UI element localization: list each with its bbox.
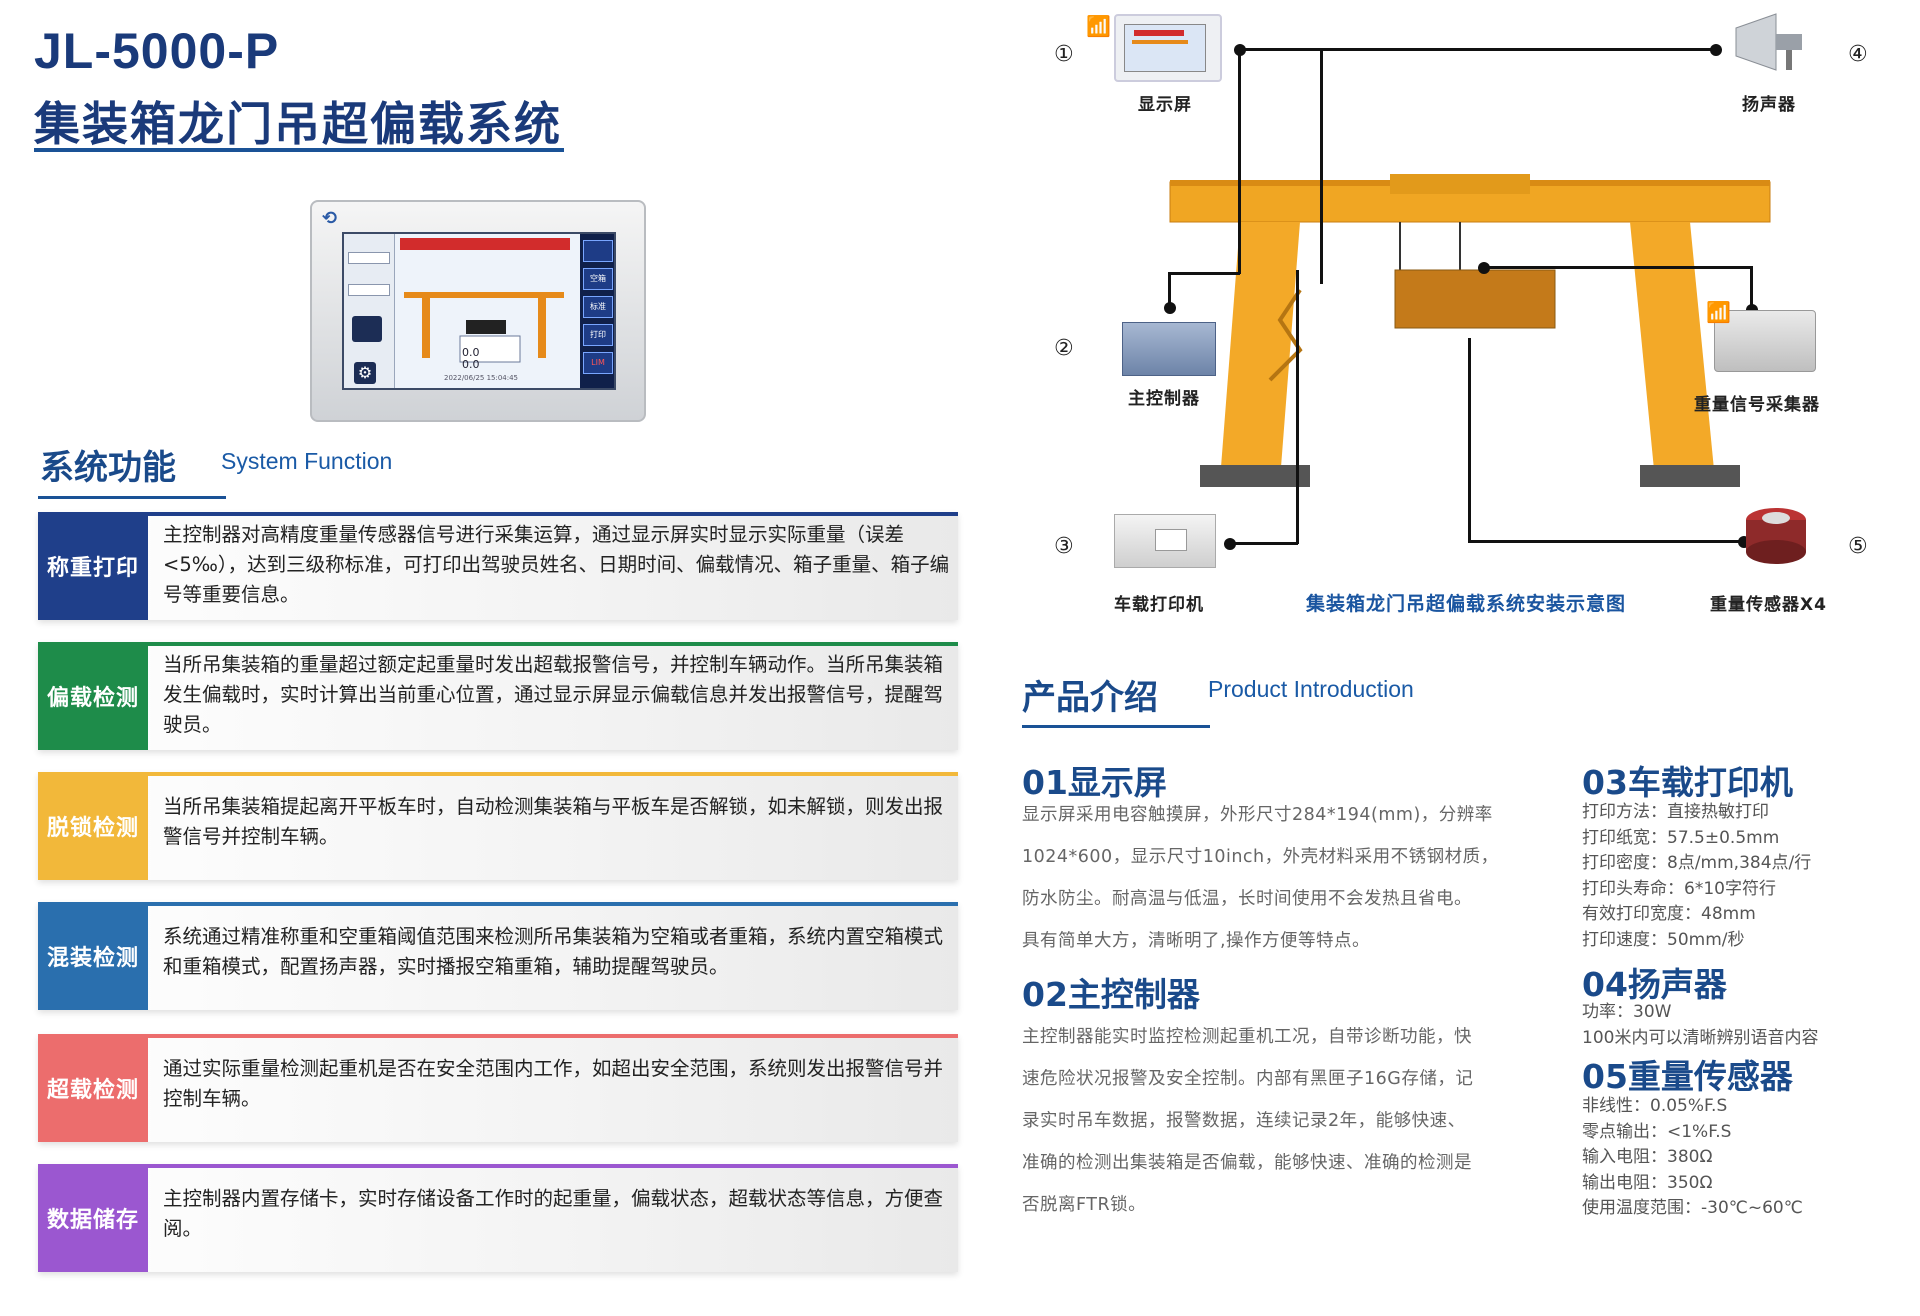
- product-01-body: 显示屏采用电容触摸屏，外形尺寸284*194(mm)，分辨率 1024*600，…: [1022, 805, 1499, 951]
- function-label: 称重打印: [38, 512, 148, 620]
- device-empty-button: 空箱: [583, 268, 613, 290]
- product-05-specs: 非线性：0.05%F.S 零点输出：<1%F.S 输入电阻：380Ω 输出电阻：…: [1582, 1096, 1803, 1218]
- component-label-controller: 主控制器: [1128, 389, 1200, 409]
- component-label-display: 显示屏: [1138, 95, 1192, 115]
- function-description: 系统通过精准称重和空重箱阈值范围来检测所吊集装箱为空箱或者重箱，系统内置空箱模式…: [163, 925, 944, 978]
- product-03-title: 03车载打印机: [1582, 763, 1793, 802]
- product-02-body: 主控制器能实时监控检测起重机工况，自带诊断功能，快 速危险状况报警及安全控制。内…: [1022, 1027, 1474, 1215]
- product-01-title: 01显示屏: [1022, 763, 1167, 802]
- product-05-title: 05重量传感器: [1582, 1057, 1793, 1096]
- function-description: 主控制器内置存储卡，实时存储设备工作时的起重量，偏载状态，超载状态等信息，方便查…: [163, 1187, 944, 1240]
- device-timestamp: 2022/06/25 15:04:45: [444, 374, 519, 382]
- device-top-button: [583, 240, 613, 262]
- function-label: 脱锁检测: [38, 772, 148, 880]
- device-lim-button: LIM: [583, 352, 613, 374]
- product-intro-title: 产品介绍: [1022, 678, 1158, 718]
- device-logo-icon: ⟲: [322, 208, 338, 229]
- function-label: 混装检测: [38, 902, 148, 1010]
- component-label-printer: 车载打印机: [1114, 595, 1204, 615]
- device-screen: ⚙ 0.0 0.0 2022/06/25 15:04:45 空箱 标准 打印 L…: [342, 232, 616, 390]
- function-label: 偏载检测: [38, 642, 148, 750]
- component-label-collector: 重量信号采集器: [1694, 395, 1820, 415]
- alarm-bar: [400, 238, 570, 250]
- device-side-panel: ⚙: [344, 234, 395, 388]
- function-description: 当所吊集装箱的重量超过额定起重量时发出超载报警信号，并控制车辆动作。当所吊集装箱…: [163, 653, 944, 736]
- component-number: ⑤: [1848, 534, 1868, 559]
- device-readout-2: 0.0: [462, 358, 480, 371]
- function-description: 主控制器对高精度重量传感器信号进行采集运算，通过显示屏实时显示实际重量（误差<5…: [163, 523, 950, 606]
- printer-unit: [1114, 514, 1216, 568]
- diagram-caption: 集装箱龙门吊超偏载系统安装示意图: [1306, 593, 1627, 615]
- system-function-title-en: System Function: [221, 448, 393, 474]
- component-label-speaker: 扬声器: [1742, 95, 1796, 115]
- system-function-title: 系统功能: [40, 448, 176, 488]
- function-row-weighing: 称重打印 主控制器对高精度重量传感器信号进行采集运算，通过显示屏实时显示实际重量…: [38, 512, 958, 620]
- wifi-icon: 📶: [1086, 14, 1111, 38]
- page-title: 集装箱龙门吊超偏载系统: [34, 97, 562, 151]
- device-print-button: 打印: [583, 324, 613, 346]
- function-label: 数据储存: [38, 1164, 148, 1272]
- function-row-unlock: 脱锁检测 当所吊集装箱提起离开平板车时，自动检测集装箱与平板车是否解锁，如未解锁…: [38, 772, 958, 880]
- display-unit: [1114, 14, 1222, 82]
- product-intro-title-en: Product Introduction: [1208, 676, 1414, 702]
- product-04-title: 04扬声器: [1582, 965, 1727, 1004]
- function-row-storage: 数据储存 主控制器内置存储卡，实时存储设备工作时的起重量，偏载状态，超载状态等信…: [38, 1164, 958, 1272]
- title-underline: [34, 148, 564, 152]
- model-number: JL-5000-P: [34, 23, 280, 79]
- function-row-overload: 超载检测 通过实际重量检测起重机是否在安全范围内工作，如超出安全范围，系统则发出…: [38, 1034, 958, 1142]
- device-crane-graphic: [404, 292, 564, 363]
- gantry-crane-illustration: [1169, 174, 1771, 487]
- function-row-eccentric: 偏载检测 当所吊集装箱的重量超过额定起重量时发出超载报警信号，并控制车辆动作。当…: [38, 642, 958, 750]
- component-number: ③: [1054, 534, 1074, 559]
- weight-sensor-icon: [1746, 508, 1806, 564]
- system-function-underline: [38, 496, 226, 499]
- gear-icon: ⚙: [354, 362, 376, 384]
- component-label-sensor: 重量传感器X4: [1710, 595, 1827, 615]
- device-button-column: 空箱 标准 打印 LIM: [580, 234, 614, 388]
- signal-collector-unit: [1714, 310, 1816, 372]
- component-number: ④: [1848, 42, 1868, 67]
- display-screen-device: ⟲ ⚙ 0.0 0.0 2022/06/25 15:04:45 空箱 标准 打印…: [310, 200, 646, 422]
- product-03-specs: 打印方法：直接热敏打印 打印纸宽：57.5±0.5mm 打印密度：8点/mm,3…: [1582, 802, 1812, 950]
- component-number: ①: [1054, 42, 1074, 67]
- function-description: 当所吊集装箱提起离开平板车时，自动检测集装箱与平板车是否解锁，如未解锁，则发出报…: [163, 795, 944, 848]
- lock-icon: [352, 316, 382, 342]
- function-description: 通过实际重量检测起重机是否在安全范围内工作，如超出安全范围，系统则发出报警信号并…: [163, 1057, 944, 1110]
- product-intro-underline: [1022, 725, 1210, 728]
- main-controller-unit: [1122, 322, 1216, 376]
- device-readout-1: 0.0: [462, 346, 480, 359]
- device-standard-button: 标准: [583, 296, 613, 318]
- function-label: 超载检测: [38, 1034, 148, 1142]
- product-02-title: 02主控制器: [1022, 975, 1200, 1014]
- product-04-specs: 功率：30W 100米内可以清晰辨别语音内容: [1582, 1002, 1819, 1048]
- function-row-mixed: 混装检测 系统通过精准称重和空重箱阈值范围来检测所吊集装箱为空箱或者重箱，系统内…: [38, 902, 958, 1010]
- speaker-icon: [1735, 13, 1802, 71]
- component-number: ②: [1054, 336, 1074, 361]
- wifi-icon: 📶: [1706, 300, 1731, 324]
